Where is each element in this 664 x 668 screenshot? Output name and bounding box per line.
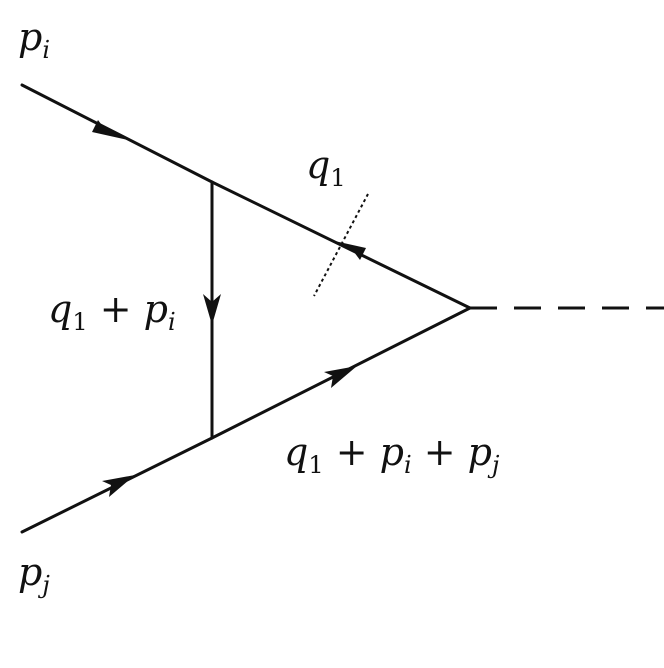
label-q1-plus-pi-plus-pj: q1 + pi + pj [284, 430, 500, 479]
arrow-q1-pi-pj [324, 366, 357, 388]
label-p-i: pi [18, 15, 50, 64]
label-q1: q1 [306, 143, 346, 192]
incoming-line-pi [20, 83, 214, 184]
arrow-pj [102, 475, 135, 497]
arrow-q1-pi [203, 294, 221, 325]
cut-line [313, 193, 369, 297]
label-q1-plus-pi: q1 + pi [48, 287, 176, 336]
arrow-q1 [330, 240, 366, 260]
label-p-j: pj [18, 550, 50, 599]
arrow-pi [92, 120, 128, 140]
